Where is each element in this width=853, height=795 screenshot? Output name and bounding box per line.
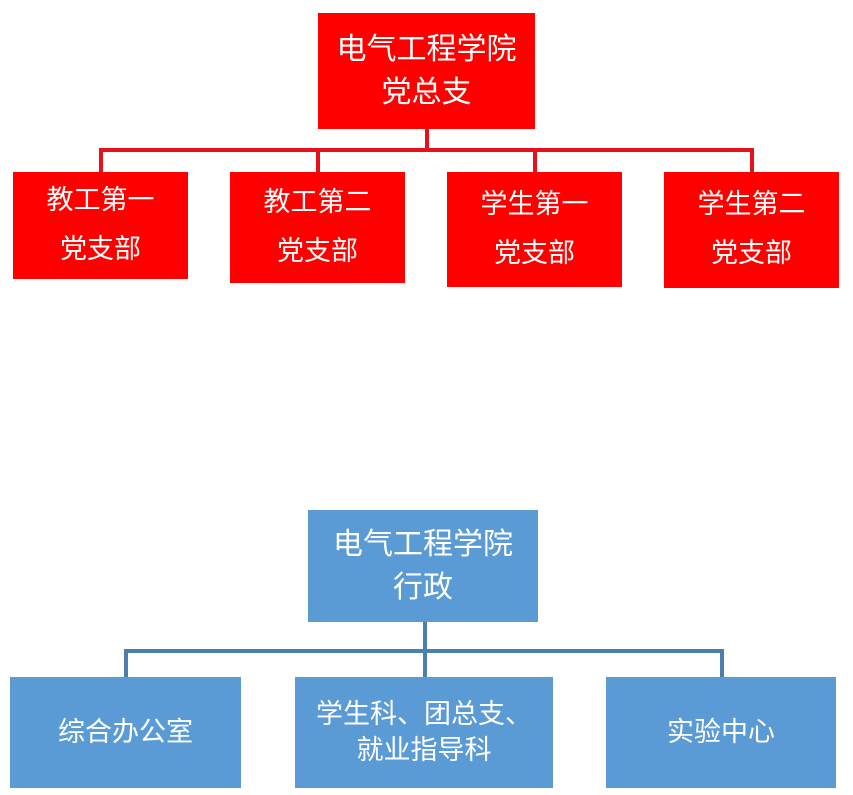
connector — [720, 649, 724, 677]
node-label: 党支部 — [494, 237, 575, 269]
node-label: 教工第一 — [46, 184, 155, 216]
party-branch-node: 学生第一 党支部 — [447, 172, 622, 287]
admin-dept-node: 学生科、团总支、 就业指导科 — [295, 677, 553, 788]
party-root-node: 电气工程学院 党总支 — [318, 13, 535, 129]
admin-dept-node: 实验中心 — [606, 677, 836, 788]
party-branch-node: 学生第二 党支部 — [664, 172, 839, 288]
node-label: 党支部 — [60, 233, 141, 265]
node-label: 综合办公室 — [58, 716, 193, 748]
connector — [425, 129, 429, 151]
admin-dept-node: 综合办公室 — [10, 677, 241, 788]
node-label: 学生第一 — [480, 188, 589, 220]
party-branch-node: 教工第一 党支部 — [13, 172, 188, 279]
connector — [533, 148, 537, 172]
connector — [750, 148, 754, 172]
node-label: 学生科、团总支、 — [316, 699, 532, 731]
node-label: 电气工程学院 — [336, 31, 517, 67]
node-label: 党支部 — [711, 238, 792, 269]
node-label: 行政 — [393, 570, 453, 605]
node-label: 学生第二 — [697, 189, 806, 221]
party-branch-node: 教工第二 党支部 — [230, 172, 405, 283]
admin-root-node: 电气工程学院 行政 — [308, 510, 538, 622]
node-label: 就业指导科 — [356, 734, 492, 766]
connector — [316, 148, 320, 172]
node-label: 教工第二 — [263, 186, 372, 218]
connector — [99, 148, 103, 172]
connector — [124, 649, 128, 677]
connector — [124, 649, 724, 653]
node-label: 党总支 — [381, 75, 472, 110]
node-label: 党支部 — [277, 235, 358, 267]
node-label: 电气工程学院 — [333, 526, 513, 562]
node-label: 实验中心 — [667, 716, 775, 748]
connector — [99, 148, 754, 152]
